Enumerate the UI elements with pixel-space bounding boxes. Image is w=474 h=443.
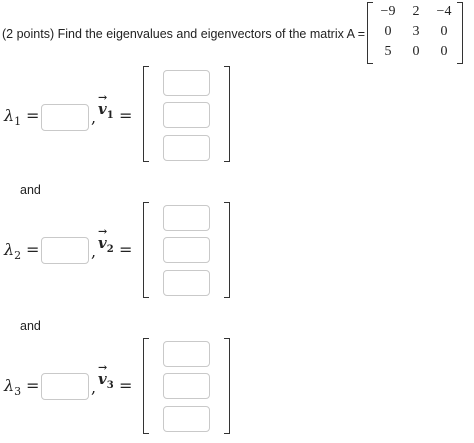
- vector-1-right-bracket: [224, 66, 230, 162]
- matrix-cell: 0: [412, 44, 420, 59]
- lambda-2-equals: =: [26, 240, 40, 259]
- lambda-1-input[interactable]: [41, 104, 89, 131]
- vector-2-component-2[interactable]: [163, 237, 210, 263]
- lambda-1-equals: =: [26, 106, 40, 125]
- matrix-left-bracket: [367, 2, 373, 64]
- lambda-1-label: λ1: [4, 106, 22, 129]
- vector-3-component-2[interactable]: [163, 373, 210, 399]
- vector-2-right-bracket: [224, 202, 230, 298]
- matrix-cell: 5: [384, 44, 392, 59]
- vector-1-component-1[interactable]: [163, 70, 210, 96]
- matrix-cell: 0: [440, 24, 448, 39]
- vector-3-left-bracket: [143, 338, 149, 434]
- vector-1-component-2[interactable]: [163, 102, 210, 128]
- vector-1-component-3[interactable]: [163, 135, 210, 161]
- matrix-right-bracket: [457, 2, 463, 64]
- vector-2-component-1[interactable]: [163, 205, 210, 231]
- question-prompt: (2 points) Find the eigenvalues and eige…: [2, 27, 365, 41]
- matrix-cell: −9: [380, 4, 396, 19]
- vector-3-label: →v3: [98, 361, 114, 391]
- lambda-2-label: λ2: [4, 240, 22, 263]
- and-separator: and: [20, 183, 41, 197]
- comma: ,: [91, 108, 97, 127]
- matrix-cell: 0: [440, 44, 448, 59]
- matrix-cell: −4: [436, 4, 452, 19]
- and-separator: and: [20, 319, 41, 333]
- lambda-3-input[interactable]: [41, 373, 89, 400]
- vector-2-component-3[interactable]: [163, 270, 210, 296]
- vector-2-label: →v2: [98, 225, 114, 255]
- matrix-cell: 3: [412, 24, 420, 39]
- matrix-cell: 2: [412, 4, 420, 19]
- vector-1-equals: =: [119, 106, 133, 125]
- lambda-3-label: λ3: [4, 376, 22, 399]
- vector-3-equals: =: [119, 376, 133, 395]
- matrix-cell: 0: [384, 24, 392, 39]
- vector-2-left-bracket: [143, 202, 149, 298]
- prompt-text: (2 points) Find the eigenvalues and eige…: [2, 27, 366, 41]
- vector-1-label: →v1: [98, 91, 114, 121]
- comma: ,: [91, 242, 97, 261]
- vector-1-left-bracket: [143, 66, 149, 162]
- vector-2-equals: =: [119, 240, 133, 259]
- vector-3-component-1[interactable]: [163, 341, 210, 367]
- matrix-a: −9 2 −4 0 3 0 5 0 0: [367, 2, 463, 64]
- lambda-2-input[interactable]: [41, 237, 89, 264]
- vector-3-right-bracket: [224, 338, 230, 434]
- lambda-3-equals: =: [26, 376, 40, 395]
- comma: ,: [91, 378, 97, 397]
- vector-3-component-3[interactable]: [163, 406, 210, 432]
